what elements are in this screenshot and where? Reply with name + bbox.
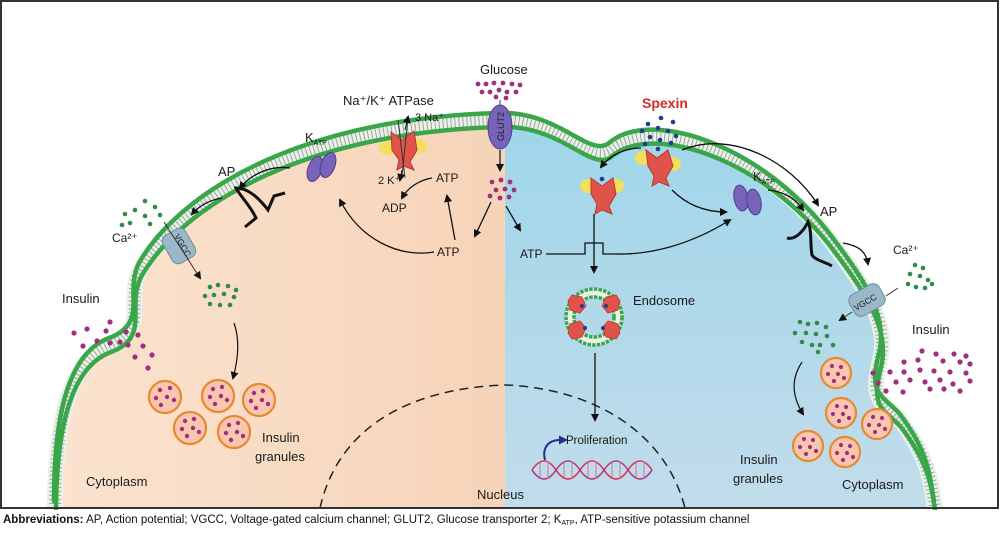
na-k-atpase-label: Na⁺/K⁺ ATPase <box>343 93 434 108</box>
glucose-label: Glucose <box>480 62 528 77</box>
calcium-ions-outside-right <box>905 262 935 291</box>
atp-label-right: ATP <box>520 247 542 261</box>
caption-text-1: AP, Action potential; VGCC, Voltage-gate… <box>83 514 562 526</box>
calcium-label-right: Ca²⁺ <box>893 243 919 257</box>
caption-katp-subscript: ATP <box>561 520 575 527</box>
glut2-transporter: GLUT2 <box>487 104 513 150</box>
endosome <box>564 287 624 347</box>
action-potential-left <box>233 186 286 229</box>
proliferation-label: Proliferation <box>566 435 627 447</box>
endosome-label: Endosome <box>633 293 695 308</box>
action-potential-right <box>786 218 833 268</box>
katp-channel-left <box>306 152 337 182</box>
vgcc-channel-right: VGCC <box>848 283 886 317</box>
spexin-molecules <box>639 115 679 152</box>
atp-label-pump: ATP <box>436 171 458 185</box>
spexin-label: Spexin <box>642 95 688 111</box>
two-k-label: 2 K⁺ <box>378 175 401 187</box>
insulin-granules-right <box>791 356 894 469</box>
insulin-granules-label-right-2: granules <box>733 471 783 486</box>
katp-label-left: KATP <box>305 130 327 147</box>
insulin-label-right: Insulin <box>912 322 950 337</box>
katp-label-right: KATP <box>753 169 775 186</box>
glucose-molecules-inside <box>487 177 517 201</box>
cytoplasm-label-left: Cytoplasm <box>86 474 147 489</box>
nucleus-boundary <box>319 384 686 509</box>
calcium-ions-inside-right <box>792 319 836 355</box>
calcium-ions-outside-left <box>119 198 163 228</box>
insulin-label-left: Insulin <box>62 291 100 306</box>
dna-helix <box>531 460 653 480</box>
svg-text:GLUT2: GLUT2 <box>496 112 506 141</box>
glucose-molecules-outside <box>475 80 523 101</box>
na-k-atpase-pump <box>379 117 427 179</box>
adp-label: ADP <box>382 201 407 215</box>
ap-label-right: AP <box>820 204 837 219</box>
insulin-granules-left <box>147 378 277 450</box>
spexin-receptor-surface <box>635 148 681 187</box>
cell-membrane <box>47 110 943 510</box>
insulin-molecules-right <box>870 348 973 395</box>
nucleus-label: Nucleus <box>477 487 524 502</box>
insulin-granules-label-left-1: Insulin <box>262 430 300 445</box>
caption-text-2: , ATP-sensitive potassium channel <box>574 514 750 526</box>
abbreviations-caption: Abbreviations: AP, Action potential; VGC… <box>3 514 750 527</box>
ap-label-left: AP <box>218 164 235 179</box>
calcium-label-left: Ca²⁺ <box>112 231 138 245</box>
spexin-receptor-internalizing <box>580 176 624 215</box>
insulin-molecules-left <box>71 319 155 371</box>
insulin-granules-label-left-2: granules <box>255 449 305 464</box>
insulin-granules-label-right-1: Insulin <box>740 452 778 467</box>
katp-channel-right <box>733 184 762 216</box>
spexin-beta-cell-diagram: Glucose GLUT2 Na⁺/K⁺ ATPase 3 Na⁺ 2 K⁺ A… <box>0 0 999 510</box>
cytoplasm-label-right: Cytoplasm <box>842 477 903 492</box>
calcium-ions-inside-left <box>202 282 239 308</box>
caption-heading: Abbreviations: <box>3 514 84 526</box>
atp-label-metabolism: ATP <box>437 245 459 259</box>
three-na-label: 3 Na⁺ <box>415 112 444 124</box>
